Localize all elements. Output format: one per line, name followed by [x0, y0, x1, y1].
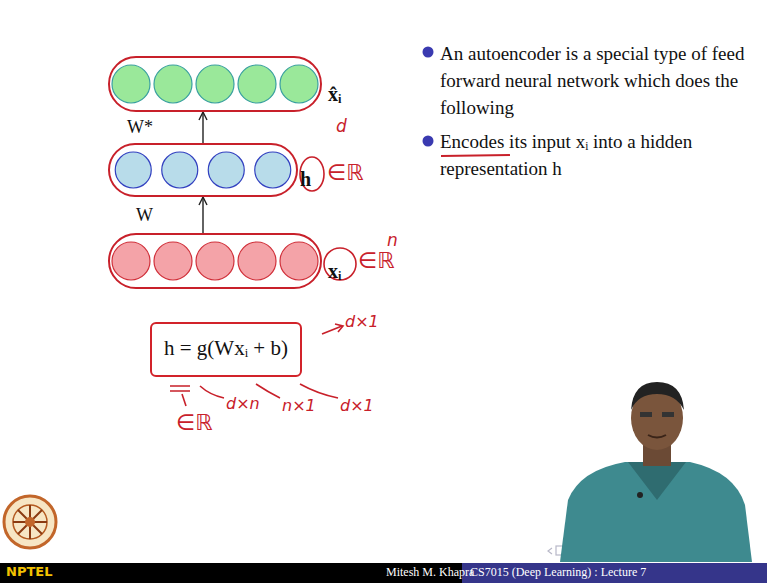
handwritten-note: d: [336, 116, 347, 136]
handwritten-arrow: [182, 394, 186, 406]
handwritten-note: n: [387, 230, 398, 250]
neuron-layer: xᵢ: [108, 233, 322, 289]
neuron-row: [110, 235, 320, 287]
neuron: [115, 152, 151, 188]
neuron: [112, 65, 150, 103]
neuron: [208, 152, 244, 188]
layer-label: x̂ᵢ: [328, 83, 342, 106]
neuron-layer: h: [108, 143, 298, 197]
weight-label: W*: [125, 117, 155, 138]
handwritten-note: n×1: [282, 396, 316, 415]
layer-label: xᵢ: [328, 260, 342, 283]
neuron: [112, 242, 150, 280]
neuron: [238, 242, 276, 280]
handwritten-note: ∈ℝ: [327, 160, 364, 185]
handwritten-note: d×n: [226, 394, 260, 413]
neuron-row: [110, 145, 296, 195]
handwritten-mark: [170, 386, 190, 391]
neuron: [238, 65, 276, 103]
handwritten-arrow: [335, 324, 343, 332]
neuron-layer: x̂ᵢ: [108, 56, 322, 112]
handwritten-arrow: [300, 384, 338, 398]
neuron: [280, 242, 318, 280]
bullet-dot: [423, 136, 434, 147]
neuron: [154, 242, 192, 280]
handwritten-note: d×1: [345, 312, 379, 331]
footer-text: Mitesh M. Khapra: [386, 565, 474, 580]
footer-text: CS7015 (Deep Learning) : Lecture 7: [470, 565, 646, 580]
handwritten-circle: [300, 157, 324, 191]
bullet-dot: [423, 47, 434, 58]
bullet-text: Encodes its input xᵢ into a hidden repre…: [440, 128, 758, 182]
nptel-logo: [4, 496, 56, 548]
weight-arrow: [202, 112, 203, 143]
neuron-row: [110, 58, 320, 110]
handwritten-arrow: [200, 386, 224, 398]
neuron: [154, 65, 192, 103]
handwritten-note: d×1: [340, 396, 374, 415]
neuron: [162, 152, 198, 188]
footer-bar: [462, 563, 767, 583]
handwritten-note: ∈ℝ: [176, 410, 213, 435]
weight-label: W: [134, 205, 155, 226]
neuron: [280, 65, 318, 103]
weight-arrow: [202, 197, 203, 233]
layer-label: h: [300, 168, 311, 191]
presenter-video: [560, 382, 752, 562]
neuron: [196, 242, 234, 280]
neuron: [196, 65, 234, 103]
handwritten-underline: [441, 155, 510, 156]
equation-text: h = g(Wxᵢ + b): [164, 336, 288, 361]
neuron: [255, 152, 291, 188]
equation-box: h = g(Wxᵢ + b): [150, 322, 302, 377]
bullet-text: An autoencoder is a special type of feed…: [440, 40, 758, 121]
handwritten-note: ∈ℝ: [358, 248, 395, 273]
footer-text: NPTEL: [6, 564, 52, 579]
